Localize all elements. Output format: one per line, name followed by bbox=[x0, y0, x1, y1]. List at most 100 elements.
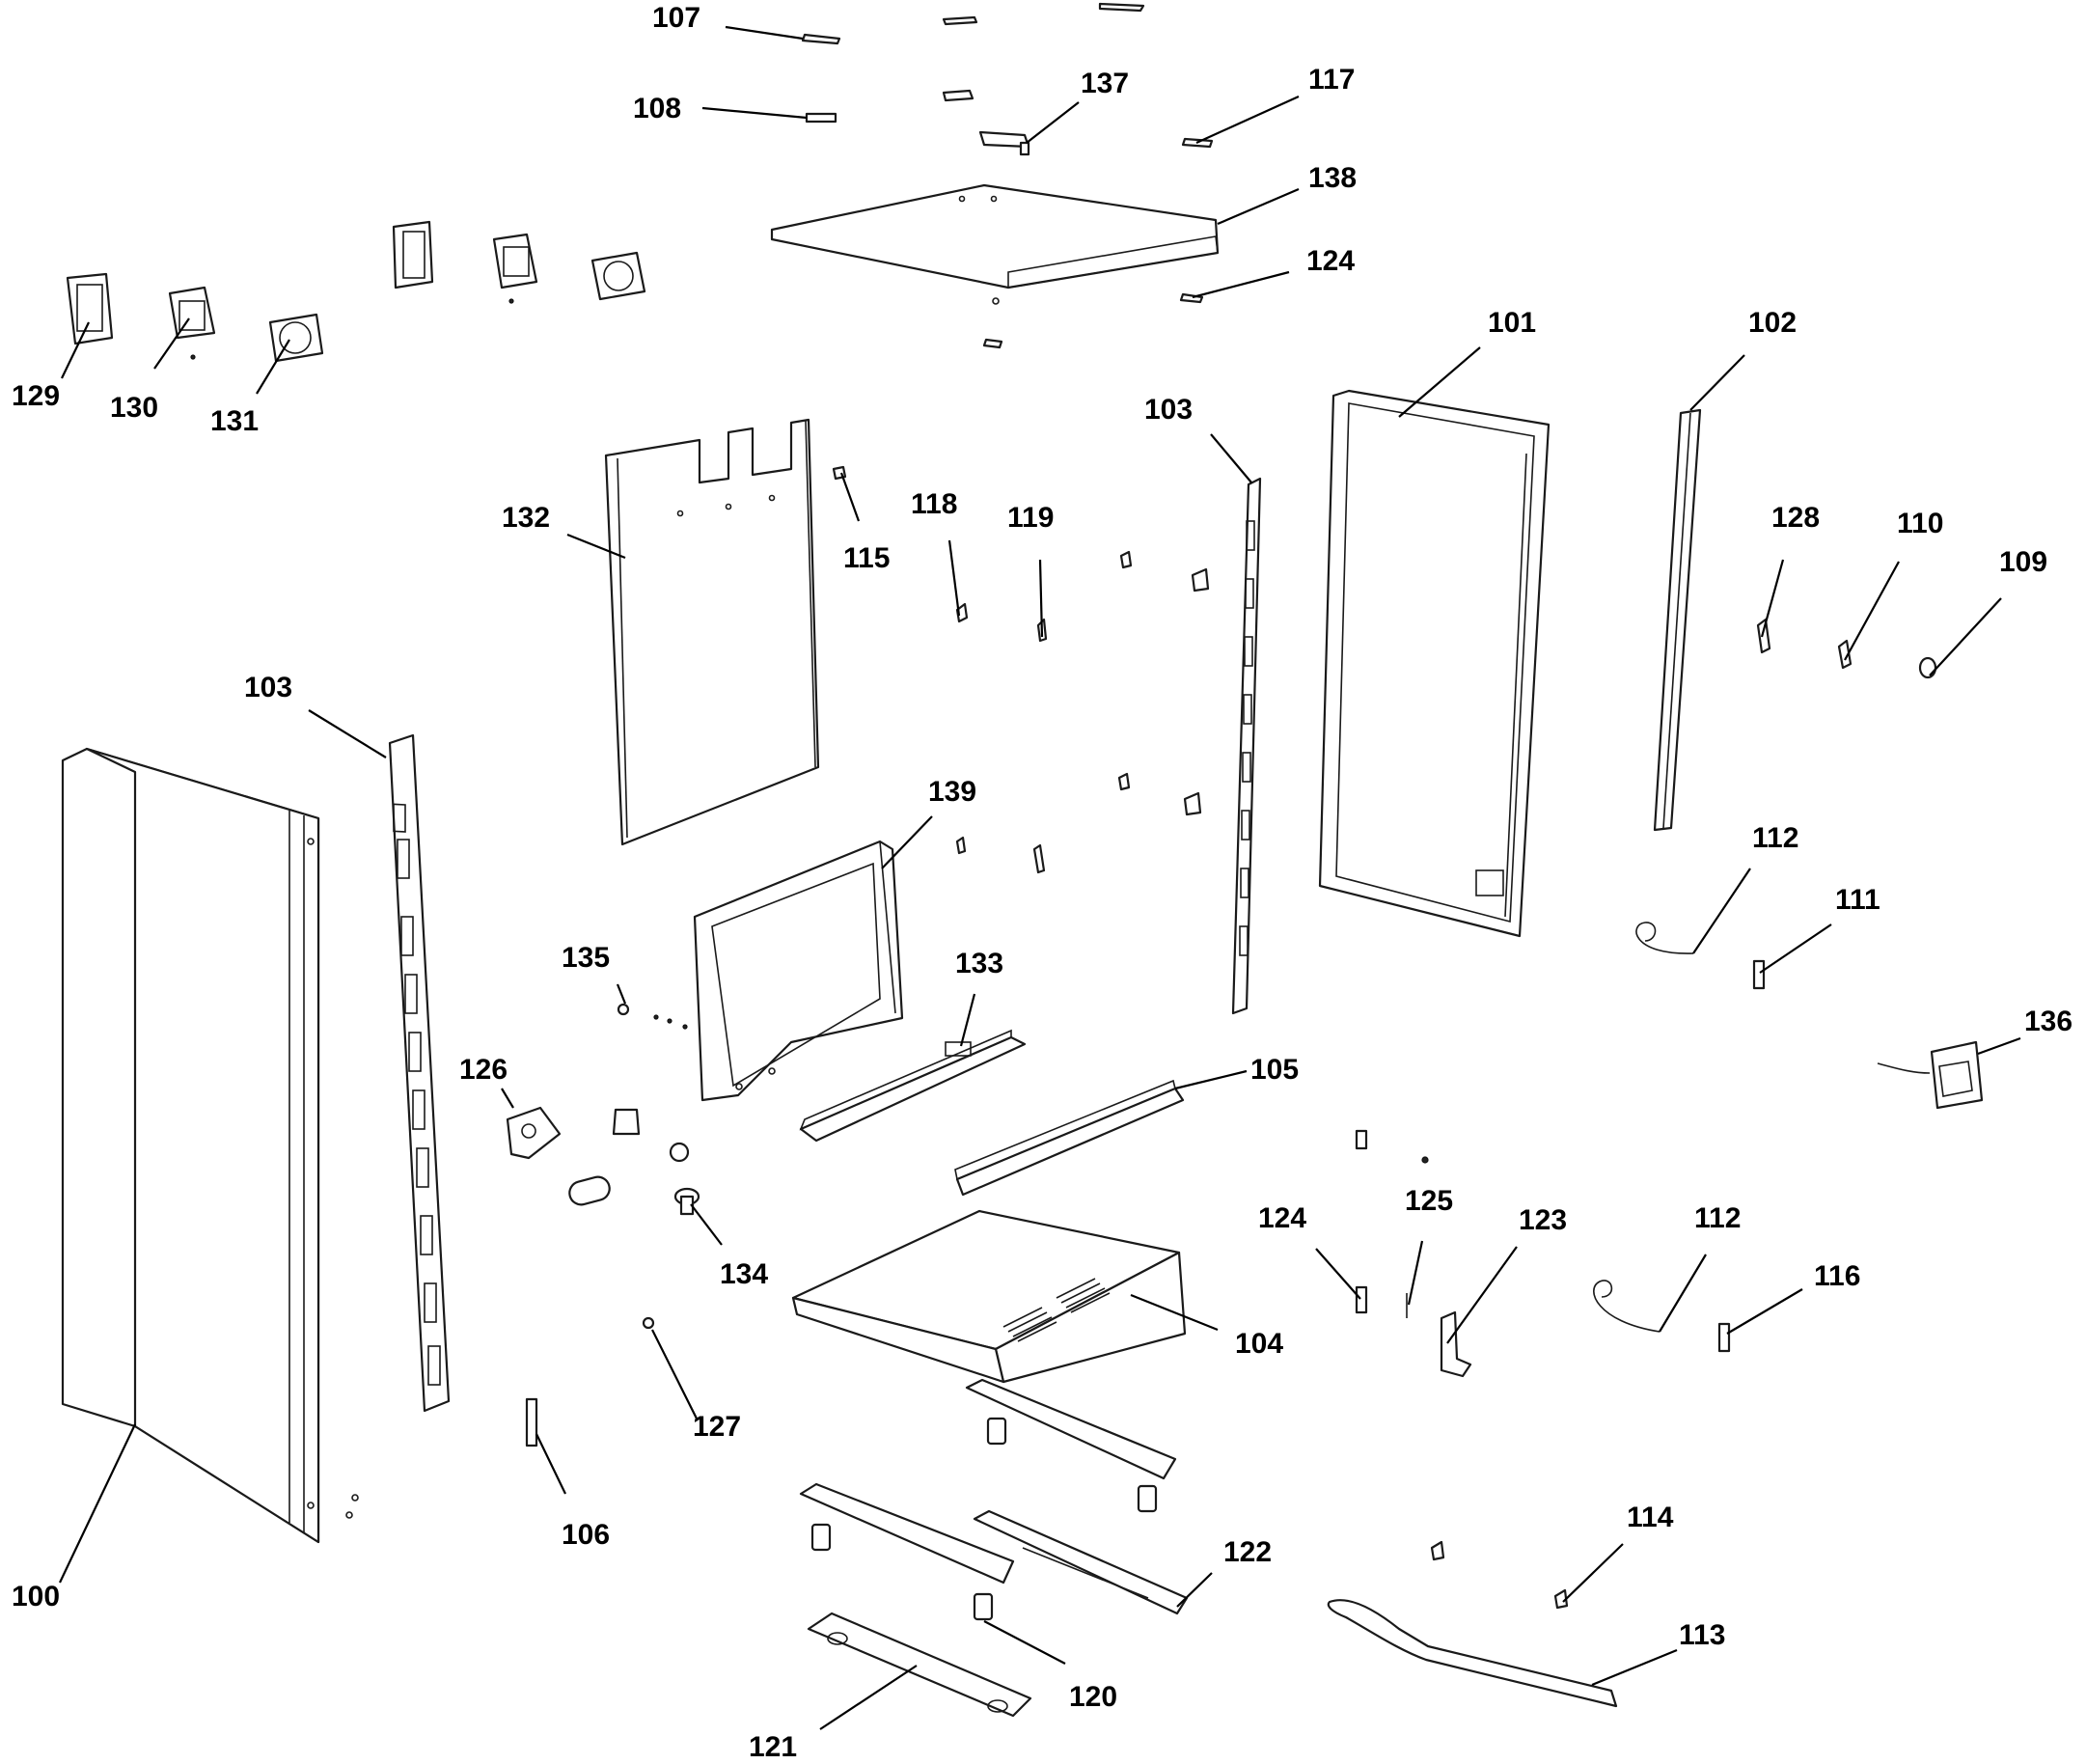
leader-132 bbox=[566, 533, 626, 560]
callout-102: 102 bbox=[1748, 307, 1797, 339]
leader-131 bbox=[256, 339, 290, 395]
leader-102 bbox=[1689, 354, 1745, 411]
leader-130 bbox=[153, 317, 190, 370]
callout-111: 111 bbox=[1835, 884, 1880, 916]
callout-129: 129 bbox=[12, 380, 60, 412]
part-137-clip bbox=[978, 130, 1030, 156]
part-130-bracket bbox=[168, 233, 538, 360]
part-127-clip bbox=[642, 1316, 655, 1330]
leader-119 bbox=[1038, 559, 1044, 638]
leader-129 bbox=[61, 321, 90, 379]
part-134-fitting bbox=[669, 1142, 700, 1216]
callout-104: 104 bbox=[1235, 1328, 1283, 1360]
callout-125: 125 bbox=[1405, 1185, 1453, 1217]
part-105-rail bbox=[954, 1079, 1185, 1197]
callout-labels: 100 101 102 103 103 104 105 106 107 108 … bbox=[12, 2, 2072, 1763]
leader-106 bbox=[535, 1433, 566, 1495]
callout-101: 101 bbox=[1488, 307, 1536, 339]
callout-124-lower: 124 bbox=[1258, 1202, 1306, 1234]
leader-125 bbox=[1407, 1240, 1424, 1306]
callout-118: 118 bbox=[911, 488, 957, 520]
part-111-bracket bbox=[1752, 959, 1766, 990]
callout-130: 130 bbox=[110, 392, 158, 424]
callout-105: 105 bbox=[1250, 1054, 1299, 1086]
callout-138: 138 bbox=[1308, 162, 1357, 194]
callout-115: 115 bbox=[843, 542, 890, 574]
callout-135: 135 bbox=[562, 942, 610, 974]
leader-lines bbox=[59, 25, 2021, 1730]
callout-108: 108 bbox=[633, 93, 681, 124]
callout-119: 119 bbox=[1007, 502, 1054, 534]
leader-103b bbox=[1210, 433, 1252, 483]
part-113-gas-pipe bbox=[1327, 1599, 1618, 1708]
part-128-hinge bbox=[1756, 618, 1771, 654]
callout-106: 106 bbox=[562, 1519, 610, 1551]
leader-117 bbox=[1195, 95, 1300, 145]
leader-133 bbox=[959, 993, 976, 1047]
leader-124a bbox=[1192, 270, 1290, 299]
callout-113: 113 bbox=[1679, 1619, 1725, 1651]
part-104-base-pan bbox=[791, 1209, 1187, 1384]
leader-127 bbox=[651, 1329, 698, 1419]
callout-139: 139 bbox=[928, 776, 976, 808]
callout-127: 127 bbox=[693, 1411, 741, 1443]
part-120-leg-bar bbox=[799, 1378, 1177, 1621]
leader-112a bbox=[1692, 868, 1751, 954]
part-138-top-panel bbox=[770, 183, 1220, 289]
callout-133: 133 bbox=[955, 948, 1003, 979]
leader-118 bbox=[947, 539, 961, 617]
leader-109 bbox=[1929, 597, 2002, 676]
callout-132: 132 bbox=[502, 502, 550, 534]
part-103-left-vertical-rail bbox=[388, 733, 451, 1413]
leader-126 bbox=[501, 1088, 514, 1109]
part-139-inner-frame bbox=[693, 840, 904, 1102]
leader-137 bbox=[1026, 101, 1080, 144]
leader-112b bbox=[1659, 1254, 1707, 1333]
part-131-fan bbox=[268, 251, 646, 363]
leader-120 bbox=[983, 1620, 1066, 1665]
part-132-rear-panel bbox=[604, 418, 820, 846]
callout-112-upper: 112 bbox=[1752, 822, 1798, 854]
leader-136 bbox=[1977, 1036, 2021, 1056]
leader-139 bbox=[881, 815, 933, 869]
callout-123: 123 bbox=[1519, 1204, 1567, 1236]
callout-131: 131 bbox=[210, 405, 259, 437]
callout-120: 120 bbox=[1069, 1681, 1117, 1713]
callout-121: 121 bbox=[749, 1731, 797, 1763]
leader-103a bbox=[308, 709, 387, 758]
part-126-gas-valve bbox=[506, 1106, 641, 1206]
leader-104 bbox=[1130, 1293, 1219, 1332]
leader-134 bbox=[690, 1203, 723, 1246]
part-103-right-vertical-rail bbox=[1231, 477, 1262, 1015]
leader-116 bbox=[1726, 1288, 1803, 1335]
part-116-bracket bbox=[1717, 1322, 1731, 1353]
part-110-hinge bbox=[1837, 639, 1853, 670]
callout-109: 109 bbox=[1999, 546, 2047, 578]
part-118-bracket bbox=[955, 602, 969, 855]
leader-100 bbox=[59, 1423, 136, 1584]
leader-122 bbox=[1176, 1572, 1213, 1608]
part-107-bracket bbox=[801, 2, 1145, 45]
part-119-bracket bbox=[1032, 550, 1210, 874]
part-100-left-side-panel bbox=[61, 747, 359, 1544]
callout-137: 137 bbox=[1081, 68, 1129, 99]
callout-100: 100 bbox=[12, 1581, 60, 1612]
callout-126: 126 bbox=[459, 1054, 508, 1086]
callout-116: 116 bbox=[1814, 1260, 1860, 1292]
leader-124b bbox=[1315, 1248, 1361, 1300]
callout-114: 114 bbox=[1627, 1502, 1674, 1533]
leader-113 bbox=[1591, 1648, 1678, 1687]
leader-138 bbox=[1217, 187, 1300, 226]
part-101-right-side-panel bbox=[1318, 389, 1551, 938]
leader-105 bbox=[1174, 1069, 1248, 1090]
leader-107 bbox=[725, 25, 804, 41]
leader-101 bbox=[1398, 346, 1481, 418]
leader-128 bbox=[1760, 559, 1785, 638]
part-121-plate bbox=[807, 1612, 1032, 1718]
part-125-pin bbox=[1406, 1156, 1429, 1318]
part-114-clip bbox=[1430, 1540, 1569, 1610]
part-133-rail bbox=[799, 1029, 1027, 1143]
part-112-spring-upper bbox=[1635, 922, 1694, 954]
part-129-bracket bbox=[66, 220, 434, 345]
